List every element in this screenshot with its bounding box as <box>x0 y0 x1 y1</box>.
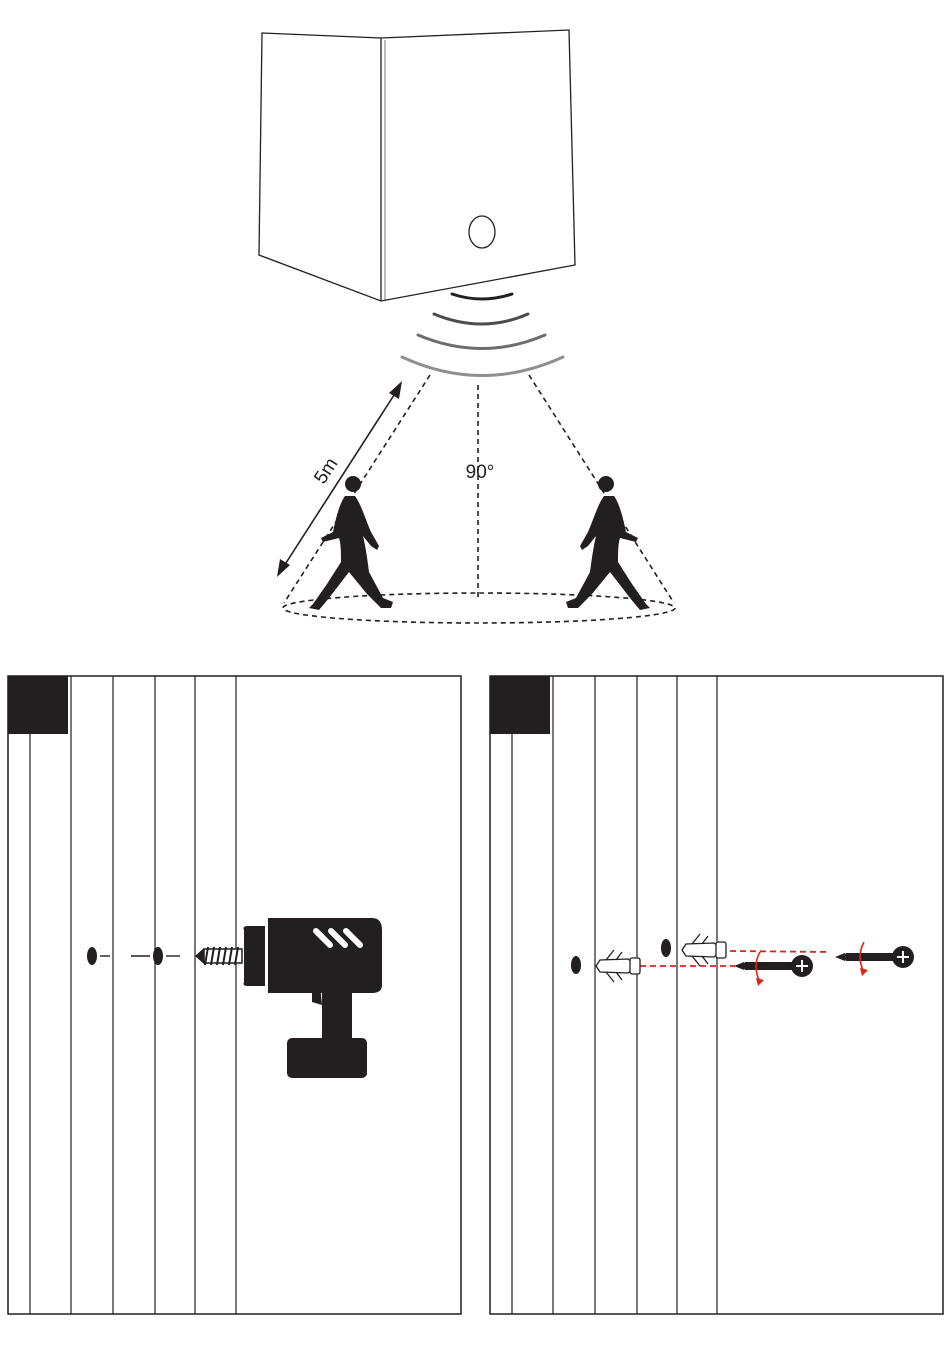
walking-person-icon <box>566 476 650 610</box>
drill-hole-icon <box>87 947 97 965</box>
sensor-outline <box>259 30 575 301</box>
detection-cone <box>283 375 675 623</box>
arrow-head-top <box>389 381 402 399</box>
sensor-housing <box>259 30 575 301</box>
panel-border <box>8 676 461 1314</box>
drill-hole-icon <box>153 947 163 965</box>
angle-label: 90° <box>466 462 495 483</box>
wave-4 <box>402 357 563 376</box>
arrow-head-bottom <box>277 559 290 577</box>
wall-hole-icon <box>661 939 671 957</box>
step-2-number-badge <box>490 676 550 734</box>
step-1-number-badge <box>8 676 68 734</box>
step-2-panel <box>490 676 943 1314</box>
detection-floor-area <box>283 593 675 623</box>
wave-2 <box>434 314 528 324</box>
detection-waves <box>402 294 563 376</box>
range-arrow: 5m <box>277 381 402 577</box>
wall-hole-icon <box>571 956 581 974</box>
wave-3 <box>418 335 545 349</box>
pir-sensor-lens <box>469 216 495 248</box>
step-1-panel <box>8 676 461 1314</box>
wave-1 <box>452 294 512 299</box>
